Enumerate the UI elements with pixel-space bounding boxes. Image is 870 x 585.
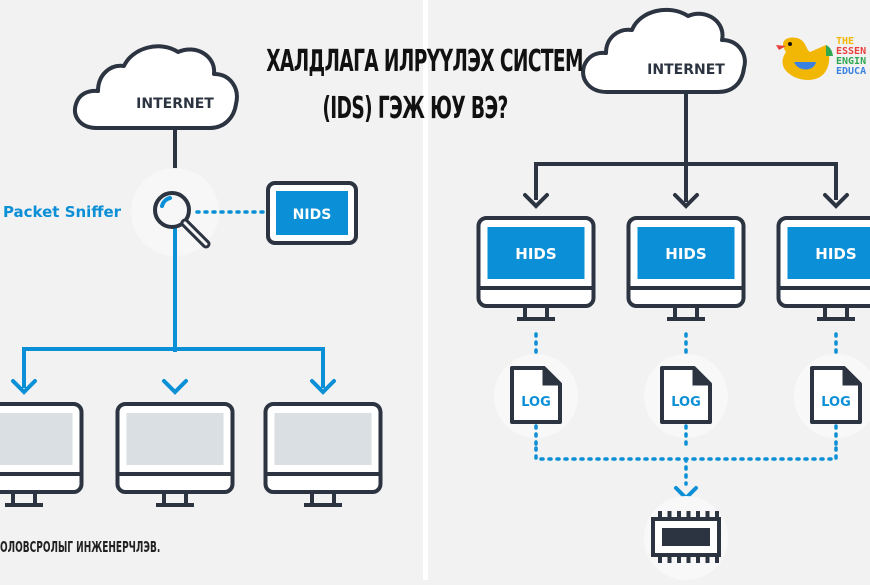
nids-label: NIDS	[293, 207, 332, 223]
packet-sniffer-label: Packet Sniffer	[3, 203, 122, 221]
footer-caption: ОЛОВСРОЛЫГ ИНЖЕНЕРЧЛЭВ.	[0, 538, 160, 556]
page-title-line1: ХАЛДЛАГА ИЛРҮҮЛЭХ СИСТЕМ	[266, 44, 564, 79]
left-cloud: INTERNET	[75, 46, 237, 128]
cloud-label-right: INTERNET	[647, 62, 725, 78]
logo-line-4: EDUCA	[836, 67, 866, 77]
log-label: LOG	[821, 395, 851, 410]
host-label: HIDS	[815, 245, 856, 263]
hids-monitor: HIDS	[479, 218, 594, 319]
hids-monitor: HIDS	[629, 218, 744, 319]
chip-icon	[653, 511, 719, 563]
cloud-label-left: INTERNET	[136, 96, 214, 112]
nids-box: NIDS	[268, 183, 356, 243]
right-hosts: HIDS LOG HIDS LOG HIDS LOG	[479, 218, 870, 448]
log-label: LOG	[521, 395, 551, 410]
host-label: HIDS	[515, 245, 556, 263]
hids-monitor: HIDS	[779, 218, 870, 319]
host-monitor	[266, 404, 381, 505]
cloud-icon	[583, 10, 745, 92]
host-label: HIDS	[665, 245, 706, 263]
log-file-icon: LOG	[812, 368, 860, 422]
left-arrows	[13, 381, 334, 392]
host-monitor	[0, 404, 82, 505]
monitor-screen	[275, 413, 372, 465]
duck-icon	[776, 38, 833, 80]
host-monitor	[118, 404, 233, 505]
page-title-line2: (IDS) ГЭЖ ЮУ ВЭ?	[266, 91, 564, 126]
right-cloud: INTERNET	[583, 10, 745, 92]
distribution-line-left	[24, 349, 323, 388]
left-hosts	[0, 404, 381, 505]
log-file-icon: LOG	[662, 368, 710, 422]
cloud-icon	[75, 46, 237, 128]
monitor-screen	[0, 413, 73, 465]
arrow-down-icon	[164, 381, 186, 392]
log-label: LOG	[671, 395, 701, 410]
panel-divider	[423, 0, 428, 580]
log-file-icon: LOG	[512, 368, 560, 422]
monitor-screen	[127, 413, 224, 465]
